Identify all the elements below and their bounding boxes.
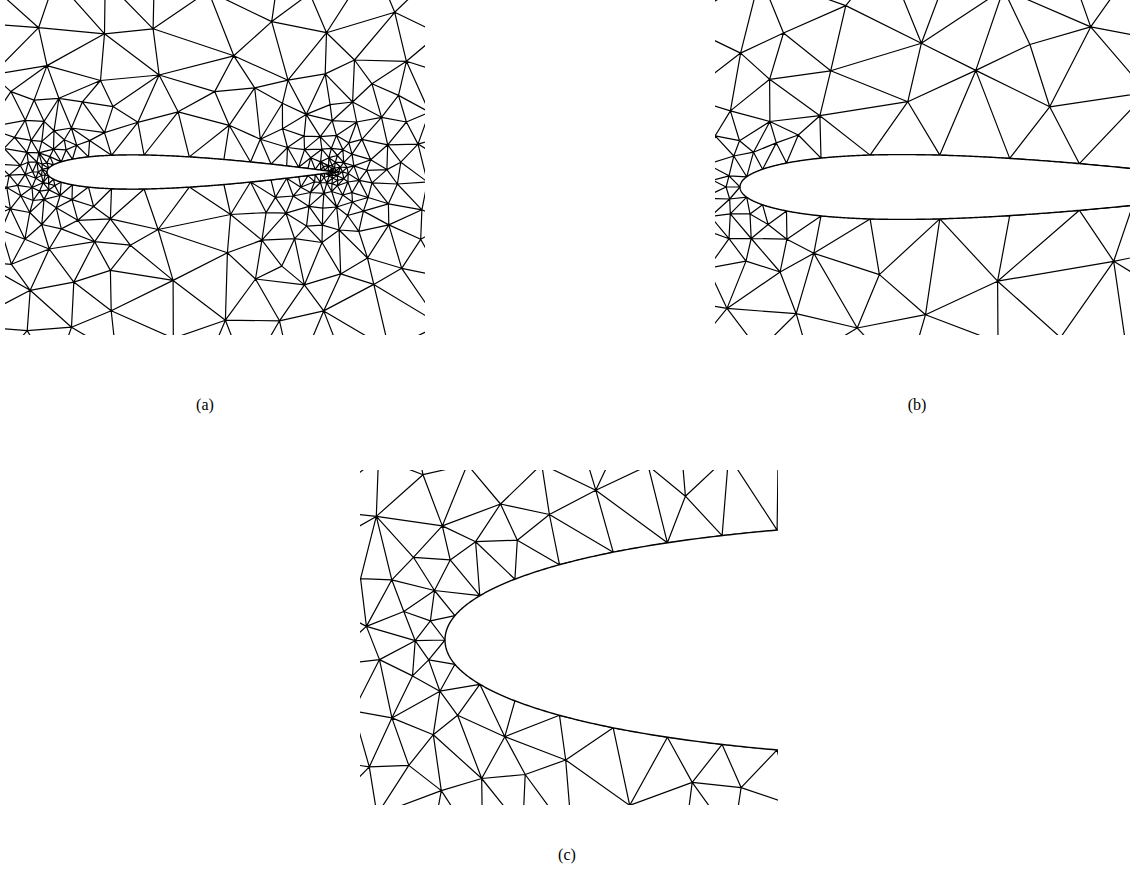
airfoil-outline [740,155,1130,220]
mesh-panel [667,0,1135,380]
panel-label: (b) [908,396,927,414]
mesh-clip [360,470,778,805]
panel-label: (a) [196,396,214,414]
mesh-panel [0,0,475,383]
panel-label: (c) [558,846,576,864]
airfoil-outline [47,155,332,189]
mesh-clip [715,0,1130,335]
mesh-edges [5,0,425,335]
mesh-clip [5,0,425,335]
airfoil-outline [445,520,778,760]
mesh-panel [310,423,1135,855]
